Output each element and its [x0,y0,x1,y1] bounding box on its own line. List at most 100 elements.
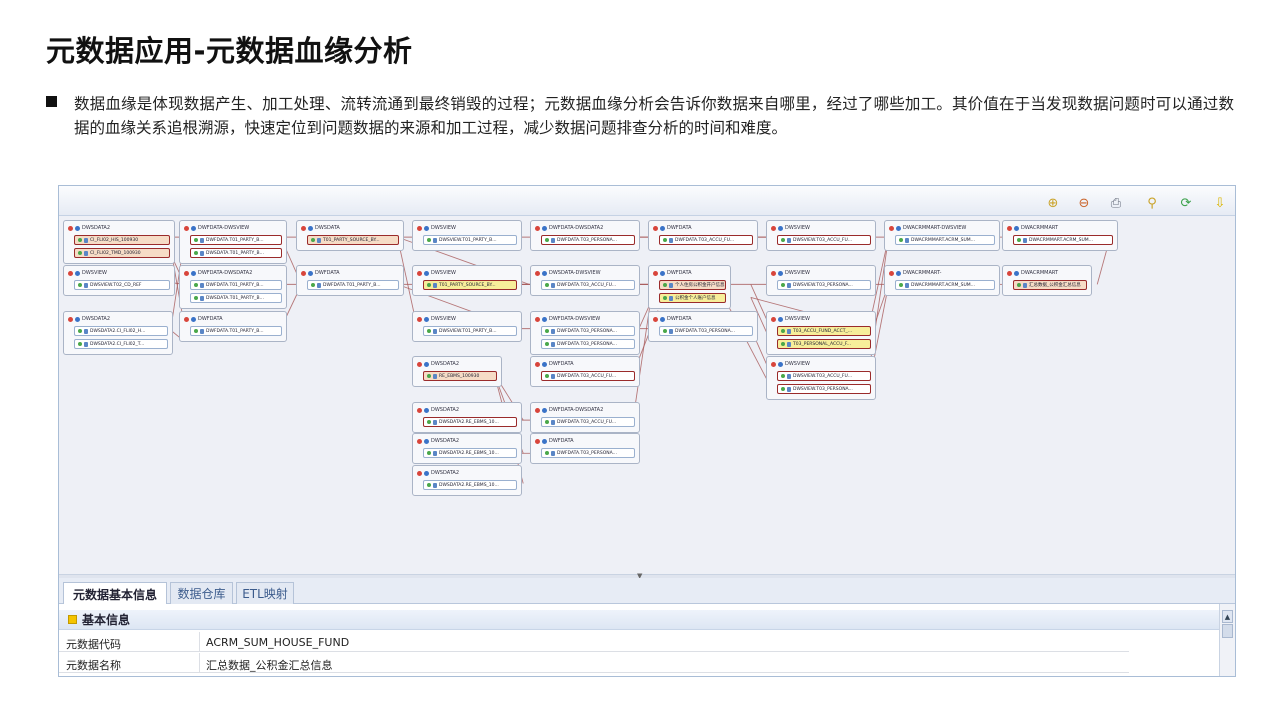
lineage-table-row[interactable]: DWFDATA.T03_PERSONA... [541,448,635,458]
lineage-table-row[interactable]: DWACRMMART.ACRM_SUM... [895,235,995,245]
lineage-table-row[interactable]: DWSDATA.T01_PARTY_B... [190,293,282,303]
lineage-table-row[interactable]: 公积金个人账户信息 [659,293,726,303]
lineage-table-row[interactable]: T01_PARTY_SOURCE_BY... [423,280,517,290]
lineage-table-row[interactable]: DWFDATA.T03_PERSONA... [541,235,635,245]
print-icon[interactable]: ⎙ [1110,195,1122,211]
lineage-table-row[interactable]: DWSDATA2.RE_EBMS_10... [423,480,517,490]
lineage-table-row[interactable]: DWSVIEW.T01_PARTY_B... [423,326,517,336]
lineage-node-header: DWFDATA [535,436,574,446]
lineage-node[interactable]: DWACRMMART- DWACRMMART.ACRM_SUM... [884,265,1000,296]
table-icon [84,237,88,243]
tab-metadata-basic-info[interactable]: 元数据基本信息 [63,582,167,605]
lineage-table-row[interactable]: DWACRMMART.ACRM_SUM... [1013,235,1113,245]
lineage-table-row[interactable]: DWFDATA.T03_ACCU_FU... [659,235,753,245]
lineage-table-row[interactable]: T03_ACCU_FUND_ACCT_... [777,326,871,336]
lineage-table-row[interactable]: DWSVIEW.T02_CD_REF [74,280,170,290]
lineage-table-row[interactable]: 汇总数据_公积金汇总信息 [1013,280,1087,290]
lineage-table-name: 公积金个人账户信息 [675,296,716,301]
lineage-node[interactable]: DWFDATA DWFDATA.T03_PERSONA... [530,433,640,464]
detail-scrollbar[interactable]: ▲ [1219,604,1235,676]
tab-data-warehouse[interactable]: 数据仓库 [170,582,233,604]
lineage-table-row[interactable]: DWSVIEW.T03_PERSONA... [777,384,871,394]
zoom-out-icon[interactable]: ⊖ [1078,195,1090,211]
lineage-table-row[interactable]: DWFDATA.T03_ACCU_FU... [541,371,635,381]
lineage-table-row[interactable]: DWFDATA.T01_PARTY_B... [190,280,282,290]
lineage-table-row[interactable]: DWSDATA2.RE_EBMS_10... [423,448,517,458]
bullet-square-icon [46,96,57,107]
lineage-table-row[interactable]: DWFDATA.T03_PERSONA... [541,339,635,349]
table-icon [551,450,555,456]
lineage-table-row[interactable]: DWSVIEW.T03_ACCU_FU... [777,371,871,381]
node-status-icon [68,270,73,276]
lineage-node-header: DWACRMMART- [889,268,941,278]
search-icon[interactable]: ⚲ [1147,195,1157,211]
lineage-table-row[interactable]: CI_FLI02_TMD_100930 [74,248,170,258]
lineage-table-row[interactable]: DWFDATA.T01_PARTY_B... [307,280,399,290]
tab-etl-mapping[interactable]: ETL映射 [236,582,294,604]
lineage-table-name: DWACRMMART.ACRM_SUM... [911,282,975,288]
lineage-node-header: DWFDATA-DWSDATA2 [535,405,603,415]
lineage-canvas[interactable]: ✚ DWSDATA2CI_FLI02_HIS_100930CI_FLI02_TM… [59,216,1235,576]
table-icon [84,328,88,334]
lineage-table-row[interactable]: DWFDATA.T03_ACCU_FU... [541,417,635,427]
lineage-table-row[interactable]: T03_PERSONAL_ACCU_F... [777,339,871,349]
lineage-table-row[interactable]: DWFDATA.T03_PERSONA... [659,326,753,336]
scroll-up-arrow-icon[interactable]: ▲ [1222,610,1233,623]
lineage-table-row[interactable]: DWSDATA2.CI_FLI02_H... [74,326,168,336]
zoom-in-icon[interactable]: ⊕ [1047,195,1059,211]
refresh-icon[interactable]: ⟳ [1180,195,1192,211]
lineage-table-row[interactable]: 个人住房公积金开户信息 [659,280,726,290]
lineage-table-row[interactable]: DWSVIEW.T03_PERSONA... [777,280,871,290]
lineage-table-row[interactable]: DWSVIEW.T03_ACCU_FU... [777,235,871,245]
lineage-table-row[interactable]: T01_PARTY_SOURCE_BY... [307,235,399,245]
panel-splitter[interactable]: ▼ [59,572,1235,580]
export-icon[interactable]: ⇩ [1214,195,1226,211]
lineage-table-row[interactable]: DWFDATA.T01_PARTY_B... [190,326,282,336]
lineage-table-row[interactable]: RE_EBMS_100930 [423,371,497,381]
lineage-table-row[interactable]: DWFDATA.T01_PARTY_B... [190,235,282,245]
scroll-thumb[interactable] [1222,624,1233,638]
lineage-table-row[interactable]: DWSDATA2.CI_FLI02_T... [74,339,168,349]
lineage-table-row[interactable]: DWSDATA.T01_PARTY_B... [190,248,282,258]
lineage-table-row[interactable]: DWSVIEW.T01_PARTY_B... [423,235,517,245]
lineage-table-row[interactable]: DWFDATA.T03_ACCU_FU... [541,280,635,290]
lineage-table-row[interactable]: DWACRMMART.ACRM_SUM... [895,280,995,290]
node-status-icon [1007,225,1012,231]
table-icon [200,282,204,288]
lineage-table-row[interactable]: CI_FLI02_HIS_100930 [74,235,170,245]
lineage-table-row[interactable]: DWFDATA.T03_PERSONA... [541,326,635,336]
splitter-grip-icon[interactable]: ▼ [637,572,643,580]
table-icon [84,250,88,256]
lineage-table-row[interactable]: DWSDATA2.RE_EBMS_10... [423,417,517,427]
